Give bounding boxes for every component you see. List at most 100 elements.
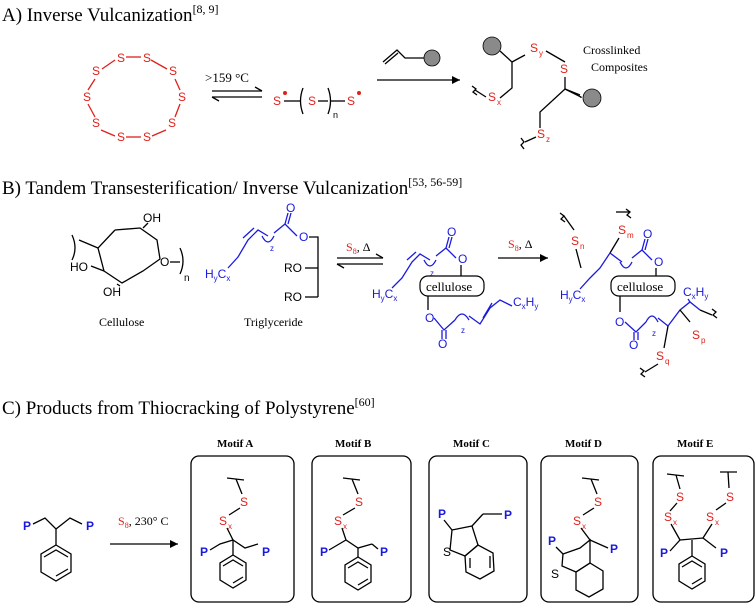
svg-text:HyCx: HyCx xyxy=(560,288,585,304)
svg-text:S: S xyxy=(219,514,227,528)
svg-text:CxHy: CxHy xyxy=(513,295,538,311)
reaction-arrow-a xyxy=(377,49,460,84)
svg-text:OH: OH xyxy=(143,211,161,225)
svg-text:q: q xyxy=(665,357,669,366)
svg-text:RO: RO xyxy=(284,290,302,304)
svg-text:z: z xyxy=(270,244,274,253)
svg-text:S: S xyxy=(443,545,451,559)
svg-text:S: S xyxy=(334,514,342,528)
svg-text:S: S xyxy=(537,127,545,141)
svg-text:Motif E: Motif E xyxy=(677,438,713,450)
svg-text:O: O xyxy=(447,225,456,239)
section-b-title: B) Tandem Transesterification/ Inverse V… xyxy=(2,175,462,199)
svg-text:S: S xyxy=(618,223,626,237)
motif-c: Motif C P S P xyxy=(428,438,528,603)
cellulose-ester: HyCx z O O cellulose O O z CxHy xyxy=(372,225,538,351)
svg-text:Motif C: Motif C xyxy=(453,438,490,450)
svg-text:O: O xyxy=(654,255,663,269)
svg-text:O: O xyxy=(643,227,652,241)
svg-text:S: S xyxy=(273,94,281,108)
svg-text:cellulose: cellulose xyxy=(426,279,472,294)
sulfur-diradical: S S n S xyxy=(273,87,361,120)
svg-text:z: z xyxy=(430,269,434,278)
svg-text:HyCx: HyCx xyxy=(372,287,397,303)
svg-text:S: S xyxy=(726,490,734,504)
svg-text:RO: RO xyxy=(284,261,302,275)
svg-text:z: z xyxy=(652,329,656,338)
svg-text:S: S xyxy=(488,90,496,104)
svg-text:n: n xyxy=(580,242,584,251)
svg-text:S8, Δ: S8, Δ xyxy=(346,240,371,256)
svg-text:y: y xyxy=(539,49,543,58)
svg-text:S: S xyxy=(706,510,714,524)
svg-text:Cellulose: Cellulose xyxy=(99,315,144,329)
svg-text:P: P xyxy=(23,519,31,533)
svg-text:S: S xyxy=(355,495,363,509)
svg-text:>159 °C: >159 °C xyxy=(205,70,249,85)
svg-text:S: S xyxy=(143,130,151,144)
svg-text:x: x xyxy=(715,518,719,527)
svg-text:P: P xyxy=(660,546,668,560)
svg-text:S: S xyxy=(676,490,684,504)
svg-text:x: x xyxy=(228,522,232,531)
svg-text:S: S xyxy=(168,116,176,130)
svg-text:O: O xyxy=(629,338,638,352)
svg-text:Motif D: Motif D xyxy=(565,438,602,450)
polystyrene-unit: P P xyxy=(23,517,94,582)
svg-text:S: S xyxy=(347,94,355,108)
svg-text:O: O xyxy=(615,315,624,329)
svg-text:P: P xyxy=(720,546,728,560)
svg-text:Triglyceride: Triglyceride xyxy=(244,315,303,329)
svg-text:O: O xyxy=(438,337,447,351)
svg-text:P: P xyxy=(504,508,512,522)
svg-text:S: S xyxy=(178,90,186,104)
svg-text:S: S xyxy=(169,64,177,78)
svg-text:S: S xyxy=(551,567,559,581)
svg-text:S8, Δ: S8, Δ xyxy=(508,237,533,253)
svg-text:S: S xyxy=(117,130,125,144)
svg-text:x: x xyxy=(673,518,677,527)
svg-text:HyCx: HyCx xyxy=(205,267,230,283)
svg-text:HO: HO xyxy=(70,260,88,274)
svg-text:x: x xyxy=(497,98,501,107)
svg-text:Composites: Composites xyxy=(591,60,648,74)
svg-text:P: P xyxy=(200,545,208,559)
svg-text:S: S xyxy=(573,514,581,528)
motif-e: Motif E S S x S S x P P xyxy=(652,438,755,603)
s8-ring: S S S S S S S S S S xyxy=(83,51,186,144)
svg-text:P: P xyxy=(380,545,388,559)
svg-text:S: S xyxy=(656,349,664,363)
svg-text:P: P xyxy=(320,545,328,559)
svg-text:S: S xyxy=(664,510,672,524)
cellulose-structure: OH HO OH O n Cellulose xyxy=(70,211,190,329)
crosslinked-composite: S y S S x S z Crosslinked Composites xyxy=(471,36,648,150)
svg-text:z: z xyxy=(461,326,465,335)
reaction-arrow-b: S8, Δ xyxy=(498,237,548,262)
svg-text:S: S xyxy=(594,495,602,509)
motif-a: Motif A S S x P P xyxy=(190,438,295,603)
svg-text:P: P xyxy=(548,534,556,548)
svg-text:OH: OH xyxy=(103,285,121,299)
triglyceride-structure: HyCx z O O RO RO Triglyceride xyxy=(205,201,319,329)
svg-text:S: S xyxy=(117,51,125,65)
svg-text:S: S xyxy=(240,495,248,509)
svg-text:n: n xyxy=(184,273,190,284)
motif-d: Motif D S S x P P S xyxy=(540,438,639,603)
equilibrium-arrow-a: >159 °C xyxy=(205,70,263,102)
svg-text:p: p xyxy=(701,336,706,345)
svg-text:P: P xyxy=(610,542,618,556)
svg-text:Motif A: Motif A xyxy=(217,438,253,450)
svg-text:z: z xyxy=(546,135,550,144)
svg-text:n: n xyxy=(333,110,338,120)
svg-text:O: O xyxy=(458,252,467,266)
svg-text:O: O xyxy=(286,201,295,215)
svg-text:P: P xyxy=(86,519,94,533)
svg-text:CxHy: CxHy xyxy=(683,285,708,301)
svg-text:O: O xyxy=(299,230,308,244)
svg-text:x: x xyxy=(582,522,586,531)
vulcanized-ester: S n S m HyCx z O O cellulose O O z CxHy … xyxy=(559,208,718,378)
section-a-title: A) Inverse Vulcanization[8, 9] xyxy=(2,2,219,26)
svg-text:S: S xyxy=(308,94,316,108)
svg-text:x: x xyxy=(343,522,347,531)
